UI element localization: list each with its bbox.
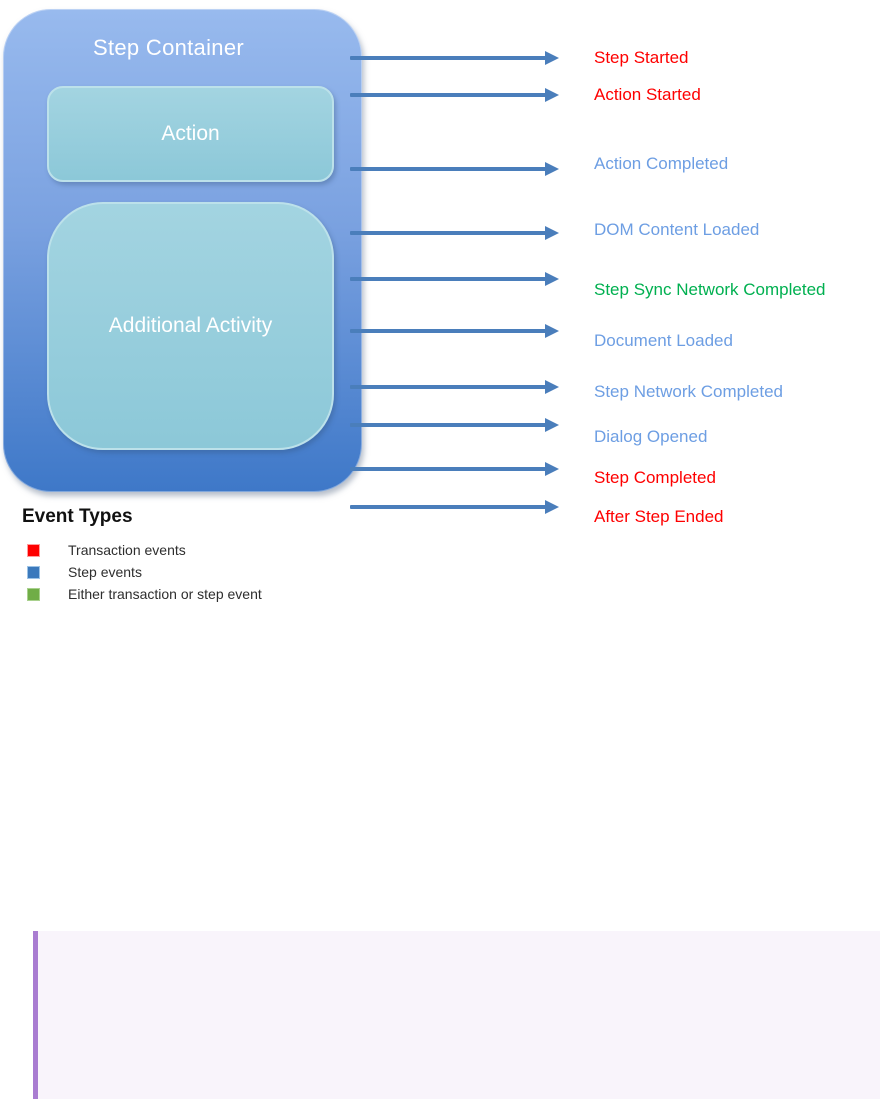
event-arrow — [350, 88, 559, 102]
event-label-step-started: Step Started — [594, 48, 689, 67]
event-arrow — [350, 462, 559, 476]
arrowhead-icon — [545, 418, 559, 432]
event-label-after-step-ended: After Step Ended — [594, 507, 724, 526]
event-label-step-network-completed: Step Network Completed — [594, 382, 783, 401]
step-container-box: Step Container Action Additional Activit… — [3, 9, 362, 492]
arrowhead-icon — [545, 462, 559, 476]
arrowhead-icon — [545, 380, 559, 394]
legend-label: Step events — [68, 564, 142, 580]
arrowhead-icon — [545, 226, 559, 240]
legend-label: Transaction events — [68, 542, 186, 558]
event-label-document-loaded: Document Loaded — [594, 331, 733, 350]
step-container-label: Step Container — [93, 35, 244, 60]
legend-label: Either transaction or step event — [68, 586, 262, 602]
arrowhead-icon — [545, 272, 559, 286]
legend-swatch-transaction-icon — [27, 543, 40, 557]
event-label-action-completed: Action Completed — [594, 154, 729, 173]
event-arrow — [350, 500, 559, 514]
legend-swatch-either-icon — [27, 587, 40, 601]
note-panel — [33, 931, 880, 1099]
event-arrow — [350, 324, 559, 338]
event-arrow — [350, 162, 559, 176]
action-box: Action — [47, 86, 334, 182]
event-label-action-started: Action Started — [594, 85, 701, 104]
additional-activity-label: Additional Activity — [108, 314, 273, 337]
legend-title: Event Types — [22, 506, 133, 527]
event-arrow — [350, 418, 559, 432]
legend-item-step: Step events — [27, 564, 142, 580]
event-arrow — [350, 226, 559, 240]
legend-swatch-step-icon — [27, 565, 40, 579]
event-arrow — [350, 380, 559, 394]
arrowhead-icon — [545, 324, 559, 338]
event-label-dialog-opened: Dialog Opened — [594, 427, 708, 446]
arrowhead-icon — [545, 500, 559, 514]
arrowhead-icon — [545, 162, 559, 176]
arrowhead-icon — [545, 88, 559, 102]
event-label-step-completed: Step Completed — [594, 468, 716, 487]
action-label: Action — [161, 122, 220, 145]
event-label-dom-content-loaded: DOM Content Loaded — [594, 220, 760, 239]
legend-item-either: Either transaction or step event — [27, 586, 262, 602]
event-arrow — [350, 51, 559, 65]
event-label-step-sync-network-completed: Step Sync Network Completed — [594, 280, 826, 299]
event-arrow — [350, 272, 559, 286]
arrowhead-icon — [545, 51, 559, 65]
legend-item-transaction: Transaction events — [27, 542, 186, 558]
additional-activity-box: Additional Activity — [47, 202, 334, 450]
